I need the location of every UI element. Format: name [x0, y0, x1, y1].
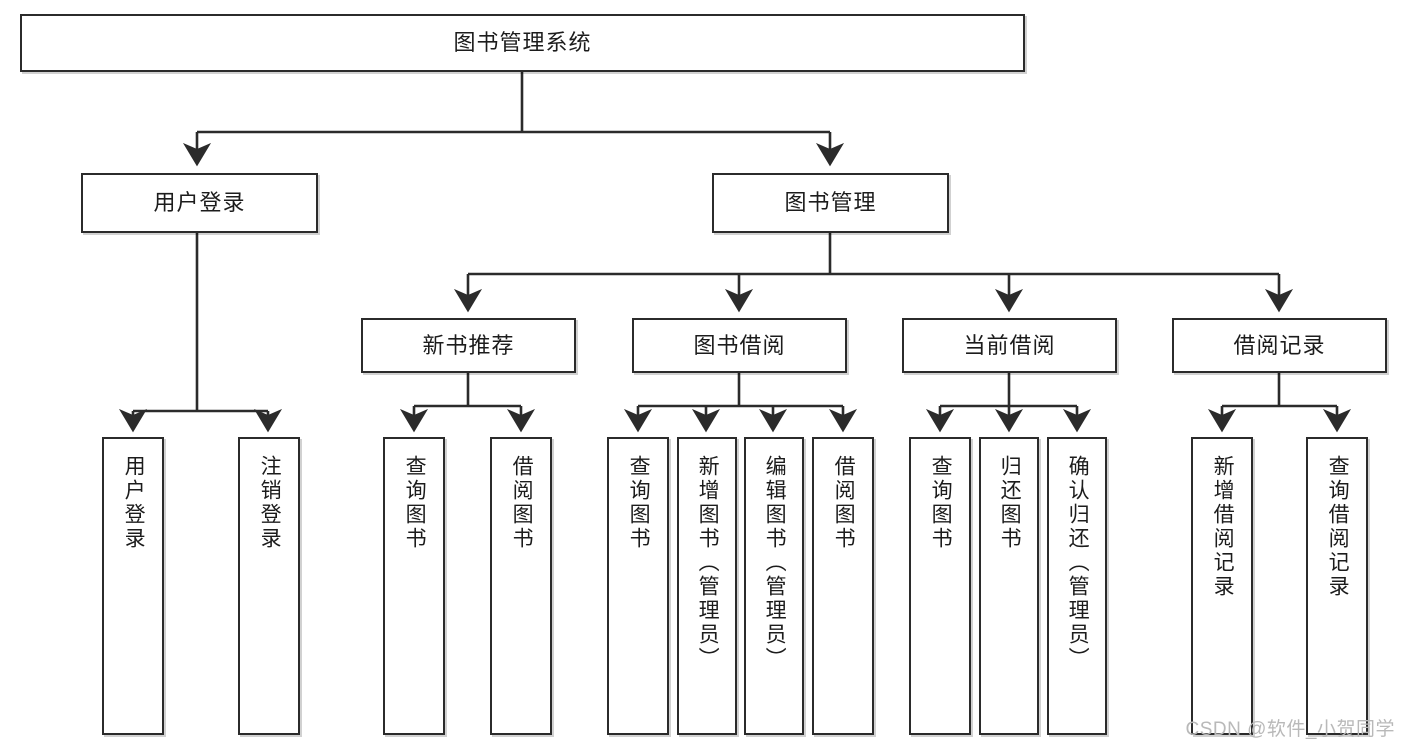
- node-leaf-query-book-1[interactable]: 查询图书: [383, 437, 445, 735]
- node-borrow-record[interactable]: 借阅记录: [1172, 318, 1387, 373]
- node-leaf-logout-login-label: 注销登录: [258, 455, 282, 551]
- node-leaf-query-book-3[interactable]: 查询图书: [909, 437, 971, 735]
- node-leaf-user-login[interactable]: 用户登录: [102, 437, 164, 735]
- node-leaf-add-book[interactable]: 新增图书（管理员）: [677, 437, 737, 735]
- node-leaf-add-record-label: 新增借阅记录: [1211, 455, 1235, 599]
- node-leaf-query-book-1-label: 查询图书: [403, 455, 427, 551]
- watermark-text: CSDN @软件_小贺同学: [1185, 719, 1395, 740]
- node-leaf-logout-login[interactable]: 注销登录: [238, 437, 300, 735]
- node-leaf-borrow-book-2-label: 借阅图书: [832, 455, 856, 551]
- node-leaf-query-record[interactable]: 查询借阅记录: [1306, 437, 1368, 735]
- node-leaf-return-book-label: 归还图书: [998, 455, 1022, 551]
- node-leaf-edit-book[interactable]: 编辑图书（管理员）: [744, 437, 804, 735]
- node-new-book-recommend-label: 新书推荐: [422, 332, 515, 358]
- node-leaf-borrow-book-2[interactable]: 借阅图书: [812, 437, 874, 735]
- node-leaf-confirm-return-label: 确认归还（管理员）: [1066, 455, 1090, 671]
- node-root-label: 图书管理系统: [453, 30, 592, 56]
- node-current-borrow[interactable]: 当前借阅: [902, 318, 1117, 373]
- node-borrow-record-label: 借阅记录: [1233, 332, 1326, 358]
- node-new-book-recommend[interactable]: 新书推荐: [361, 318, 576, 373]
- node-leaf-edit-book-label: 编辑图书（管理员）: [763, 455, 787, 671]
- node-book-borrow[interactable]: 图书借阅: [632, 318, 847, 373]
- node-leaf-user-login-label: 用户登录: [122, 455, 146, 551]
- node-current-borrow-label: 当前借阅: [963, 332, 1056, 358]
- node-leaf-confirm-return[interactable]: 确认归还（管理员）: [1047, 437, 1107, 735]
- node-leaf-add-record[interactable]: 新增借阅记录: [1191, 437, 1253, 735]
- node-leaf-query-book-3-label: 查询图书: [929, 455, 953, 551]
- node-leaf-return-book[interactable]: 归还图书: [979, 437, 1039, 735]
- node-leaf-add-book-label: 新增图书（管理员）: [696, 455, 720, 671]
- node-user-login[interactable]: 用户登录: [81, 173, 318, 233]
- node-book-management[interactable]: 图书管理: [712, 173, 949, 233]
- node-book-management-label: 图书管理: [784, 190, 877, 216]
- node-leaf-borrow-book-1[interactable]: 借阅图书: [490, 437, 552, 735]
- node-leaf-query-book-2[interactable]: 查询图书: [607, 437, 669, 735]
- node-leaf-query-book-2-label: 查询图书: [627, 455, 651, 551]
- node-book-borrow-label: 图书借阅: [693, 332, 786, 358]
- node-leaf-query-record-label: 查询借阅记录: [1326, 455, 1350, 599]
- node-user-login-label: 用户登录: [153, 190, 246, 216]
- node-leaf-borrow-book-1-label: 借阅图书: [510, 455, 534, 551]
- node-root[interactable]: 图书管理系统: [20, 14, 1025, 72]
